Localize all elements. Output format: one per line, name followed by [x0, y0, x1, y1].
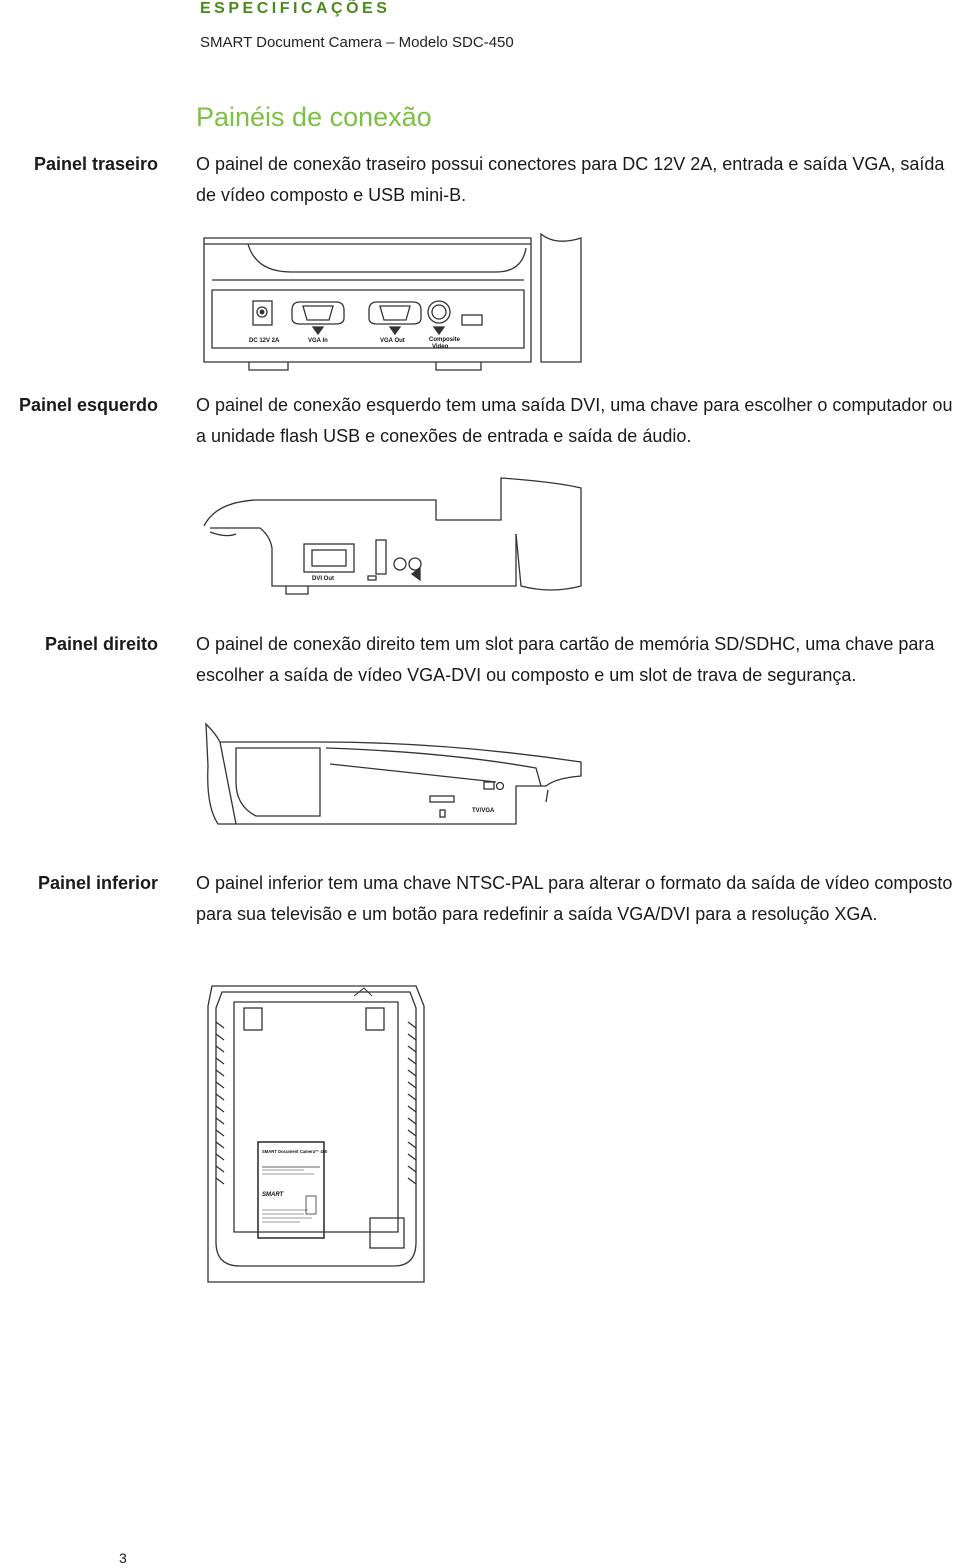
panel-text-bottom: O painel inferior tem uma chave NTSC-PAL…: [196, 873, 953, 924]
port-label-tv-vga: TV/VGA: [472, 808, 495, 814]
panel-label-bottom: Painel inferior: [37, 873, 158, 893]
panel-label-rear: Painel traseiro: [33, 154, 158, 174]
panel-label-right: Painel direito: [44, 634, 158, 654]
header-kicker: ESPECIFICAÇÕES: [200, 0, 391, 17]
panel-text-left: O painel de conexão esquerdo tem uma saí…: [196, 395, 953, 446]
section-title: Painéis de conexão: [196, 102, 432, 132]
port-label-composite: Composite: [429, 337, 461, 343]
header-subtitle: SMART Document Camera – Modelo SDC-450: [200, 34, 514, 51]
port-label-video: Video: [432, 344, 449, 350]
panel-text-rear: O painel de conexão traseiro possui cone…: [196, 154, 945, 205]
port-label-dvi-out: DVI Out: [312, 576, 334, 582]
port-label-vga-in: VGA In: [308, 338, 328, 344]
label-brand: SMART: [262, 1192, 285, 1198]
port-label-vga-out: VGA Out: [380, 338, 405, 344]
page-number: 3: [119, 1550, 127, 1566]
label-product-name: SMART Document Camera™ 450: [262, 1149, 328, 1154]
port-label-dc: DC 12V 2A: [249, 338, 280, 344]
rear-panel-illustration: DC 12V 2A VGA In VGA Out Composite Video: [203, 232, 582, 371]
bottom-panel-illustration: SMART Document Camera™ 450 SMART: [207, 985, 425, 1283]
right-panel-illustration: TV/VGA: [205, 722, 582, 825]
left-panel-illustration: DVI Out: [203, 477, 582, 595]
panel-label-left: Painel esquerdo: [18, 395, 158, 415]
panel-text-right: O painel de conexão direito tem um slot …: [196, 634, 935, 685]
